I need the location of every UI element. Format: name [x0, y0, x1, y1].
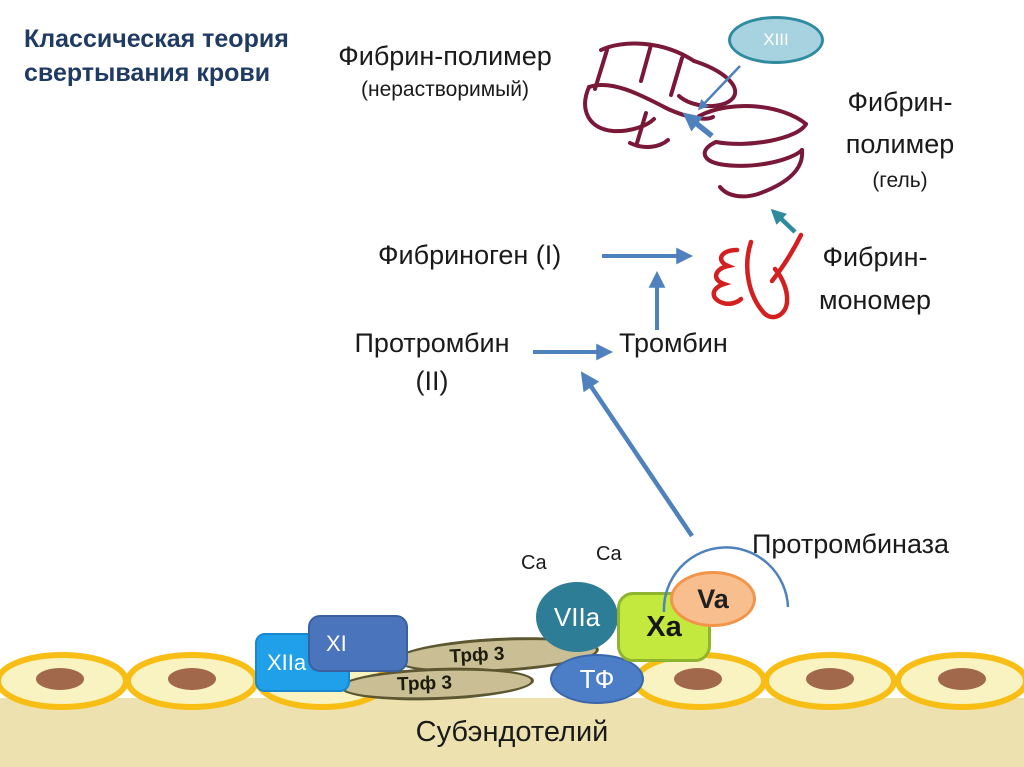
- endothelial-cell: [633, 652, 767, 710]
- platelet-factor-3-label: Трф 3: [449, 643, 505, 668]
- factor-xa-box: Xa: [617, 592, 711, 662]
- thrombin-label: Тромбин: [619, 328, 728, 358]
- fibrin-monomer-line1: Фибрин-: [822, 242, 928, 272]
- factor-xiia-label: XIIa: [267, 649, 307, 675]
- fibrin-polymer-insoluble-label: Фибрин-полимер (нерастворимый): [300, 41, 590, 101]
- arrow-prothrombinase-to-reaction: [580, 371, 694, 538]
- factor-xi-box: XI: [308, 615, 408, 672]
- cell-nucleus: [674, 668, 722, 690]
- prothrombin-numeral: (II): [415, 365, 449, 396]
- fibrin-polymer-gel-note: (гель): [872, 169, 928, 192]
- factor-xi-label: XI: [326, 630, 347, 656]
- cell-nucleus: [806, 668, 854, 690]
- arrow-monomer-to-gel: [770, 208, 797, 234]
- arrow-gel-to-insoluble: [682, 112, 714, 139]
- platelet-factor-3-label: Трф 3: [396, 672, 453, 696]
- factor-viia-ellipse: VIIa: [536, 582, 618, 652]
- fibrin-polymer-insoluble-sketch: [583, 41, 737, 149]
- slide-title: Классическая теория свертывания крови: [24, 22, 289, 90]
- cell-nucleus: [168, 668, 216, 690]
- factor-va-ellipse: Va: [670, 571, 756, 627]
- fibrin-polymer-gel-line2: полимер: [845, 129, 955, 159]
- fibrin-polymer-gel-sketch: [697, 104, 808, 199]
- cell-nucleus: [938, 668, 986, 690]
- factor-xa-label: Xa: [646, 610, 682, 643]
- tissue-factor-ellipse: ТФ: [550, 654, 644, 704]
- fibrin-polymer-insoluble-note: (нерастворимый): [360, 77, 529, 101]
- tissue-factor-label: ТФ: [579, 663, 615, 694]
- factor-xiii-label: XIII: [763, 30, 789, 49]
- slide-title-line1: Классическая теория: [24, 25, 289, 53]
- prothrombin-name: Протромбин: [354, 328, 510, 358]
- slide-title-line2: свертывания крови: [24, 59, 271, 87]
- fibrin-polymer-insoluble-name: Фибрин-полимер: [338, 41, 552, 71]
- endothelial-cell: [895, 652, 1024, 710]
- fibrin-monomer-line2: мономер: [818, 285, 932, 315]
- fibrin-polymer-gel-line1: Фибрин-: [847, 87, 953, 117]
- prothrombin-label: Протромбин (II): [336, 328, 528, 396]
- endothelial-cell: [763, 652, 897, 710]
- calcium-label-left: Ca: [521, 552, 547, 574]
- cell-nucleus: [36, 668, 84, 690]
- subendothelium-label: Субэндотелий: [415, 716, 609, 748]
- factor-viia-label: VIIa: [553, 601, 601, 632]
- fibrinogen-label: Фибриноген (I): [378, 240, 562, 270]
- calcium-label-right: Ca: [596, 543, 622, 565]
- endothelial-cell: [125, 652, 259, 710]
- prothrombinase-label: Протромбиназа: [752, 529, 950, 559]
- endothelial-cell: [0, 652, 129, 710]
- arrow-xiii-to-polymer: [697, 65, 741, 111]
- fibrin-monomer-sketch: [711, 232, 804, 320]
- factor-va-label: Va: [697, 583, 729, 614]
- factor-xiii-ellipse: XIII: [728, 16, 824, 64]
